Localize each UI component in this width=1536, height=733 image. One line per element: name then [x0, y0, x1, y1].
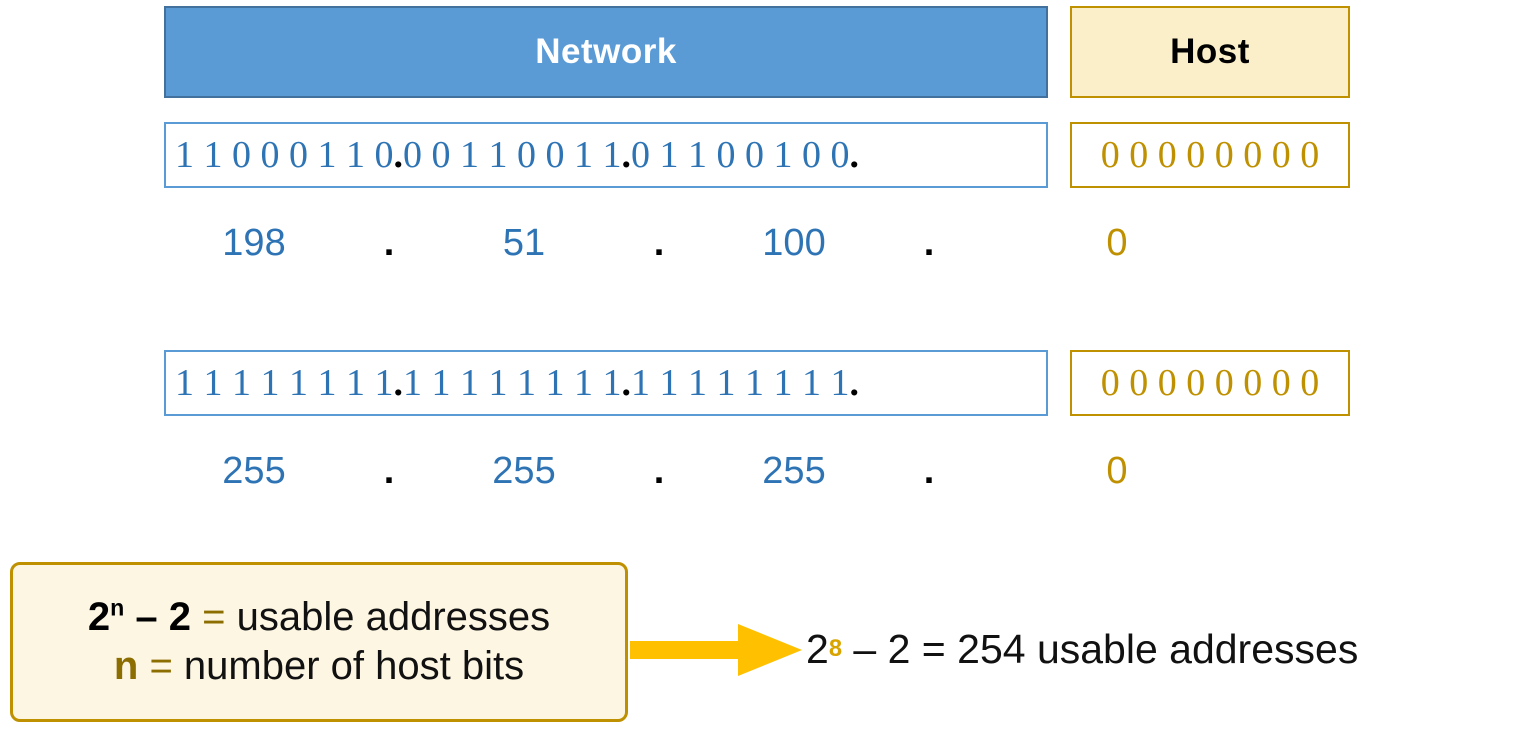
mask-decimal-octet-3: 255: [762, 449, 826, 492]
formula-line-1: 2n – 2 = usable addresses: [88, 594, 550, 641]
formula-minus-two: – 2: [124, 594, 191, 639]
formula-usable-addresses-text: usable addresses: [236, 594, 551, 639]
binary-separator-dot: .: [393, 362, 404, 404]
address-binary-octet-4: 0 0 0 0 0 0 0 0: [1100, 134, 1320, 176]
formula-exponent-n: n: [110, 594, 125, 621]
mask-binary-host-box: 0 0 0 0 0 0 0 0: [1070, 350, 1350, 416]
host-header-label: Host: [1170, 32, 1250, 71]
address-binary-octet-2: 0 0 1 1 0 0 1 1: [403, 134, 622, 176]
address-decimal-octet-3: 100: [762, 221, 826, 264]
mask-binary-octet-4: 0 0 0 0 0 0 0 0: [1100, 362, 1320, 404]
formula-callout-box: 2n – 2 = usable addresses n = number of …: [10, 562, 628, 722]
result-base: 2: [806, 625, 829, 672]
right-arrow-icon: [630, 624, 802, 676]
address-decimal-octet-2: 51: [502, 221, 546, 264]
decimal-separator-dot: .: [383, 221, 395, 264]
address-binary-octet-1: 1 1 0 0 0 1 1 0: [175, 134, 394, 176]
decimal-separator-dot: .: [653, 449, 665, 492]
decimal-separator-dot: .: [923, 449, 935, 492]
result-remainder: – 2 = 254 usable addresses: [842, 625, 1359, 672]
formula-equals: =: [138, 644, 184, 688]
mask-decimal-octet-1: 255: [222, 449, 286, 492]
host-header-box: Host: [1070, 6, 1350, 98]
binary-separator-dot: .: [621, 362, 632, 404]
formula-host-bits-text: number of host bits: [183, 644, 525, 688]
address-binary-host-box: 0 0 0 0 0 0 0 0: [1070, 122, 1350, 188]
address-decimal-octet-4: 0: [1106, 221, 1128, 264]
address-decimal-octet-1: 198: [222, 221, 286, 264]
address-binary-network-box: 1 1 0 0 0 1 1 0.0 0 1 1 0 0 1 1.0 1 1 0 …: [164, 122, 1048, 188]
address-decimal-row: 198 . 51 . 100 . 0: [164, 214, 1350, 272]
mask-binary-network-box: 1 1 1 1 1 1 1 1.1 1 1 1 1 1 1 1.1 1 1 1 …: [164, 350, 1048, 416]
binary-separator-dot: .: [849, 362, 860, 404]
mask-binary-octet-1: 1 1 1 1 1 1 1 1: [175, 362, 394, 404]
network-header-box: Network: [164, 6, 1048, 98]
formula-variable-n: n: [113, 644, 139, 688]
binary-separator-dot: .: [393, 134, 404, 176]
decimal-separator-dot: .: [923, 221, 935, 264]
mask-decimal-octet-4: 0: [1106, 449, 1128, 492]
formula-equals: =: [191, 594, 237, 639]
binary-separator-dot: .: [849, 134, 860, 176]
decimal-separator-dot: .: [383, 449, 395, 492]
mask-binary-octet-2: 1 1 1 1 1 1 1 1: [403, 362, 622, 404]
mask-decimal-row: 255 . 255 . 255 . 0: [164, 442, 1350, 500]
address-binary-octet-3: 0 1 1 0 0 1 0 0: [631, 134, 850, 176]
mask-decimal-octet-2: 255: [492, 449, 556, 492]
mask-binary-octet-3: 1 1 1 1 1 1 1 1: [631, 362, 850, 404]
binary-separator-dot: .: [621, 134, 632, 176]
formula-base: 2: [87, 594, 111, 639]
formula-line-2: n = number of host bits: [114, 643, 524, 690]
network-header-label: Network: [535, 32, 677, 71]
decimal-separator-dot: .: [653, 221, 665, 264]
